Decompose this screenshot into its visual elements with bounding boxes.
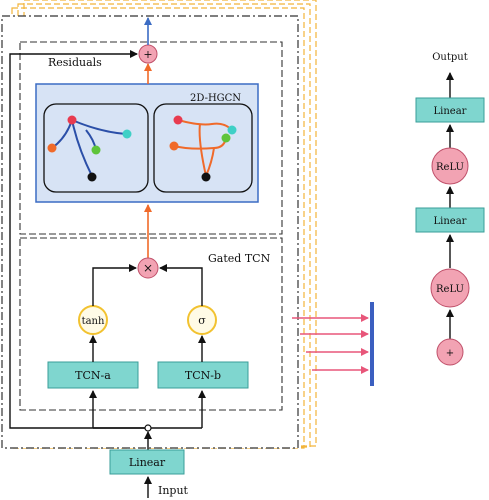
graph-node-orange — [169, 141, 179, 151]
arrow-sigma-to-multiply — [159, 264, 203, 306]
gated-tcn-label: Gated TCN — [208, 252, 271, 265]
graph-node-red — [67, 115, 77, 125]
output-label: Output — [432, 52, 468, 63]
relu-bottom-circle — [430, 268, 470, 308]
relu-top-label: ReLU — [436, 162, 464, 173]
input-label: Input — [158, 484, 189, 497]
graph-node-green — [91, 145, 101, 155]
graph-node-black — [201, 172, 211, 182]
graph-node-orange — [47, 143, 57, 153]
graph-node-red — [173, 115, 183, 125]
graph-node-cyan — [227, 125, 237, 135]
hgcn-label: 2D-HGCN — [190, 93, 241, 104]
residuals-label: Residuals — [48, 56, 102, 69]
graph-node-green — [221, 133, 231, 143]
output-linear-top-label: Linear — [434, 106, 467, 117]
residual-skip-path — [9, 50, 148, 429]
output-linear-mid-box — [415, 207, 485, 233]
tcn-b-label: TCN-b — [185, 369, 221, 382]
output-add-circle — [436, 338, 464, 366]
gate-multiply-symbol: × — [143, 261, 153, 275]
outer-block-frame — [1, 15, 299, 449]
tcn-a-label: TCN-a — [75, 369, 111, 382]
input-linear-box — [109, 449, 185, 475]
tcn-b-box — [157, 361, 249, 389]
relu-bottom-label: ReLU — [436, 284, 464, 295]
residual-add-symbol: + — [143, 48, 152, 61]
relu-top-circle — [431, 147, 469, 185]
skip-output-arrows — [292, 314, 369, 374]
arrow-tanh-to-multiply — [92, 264, 137, 306]
output-add-symbol: + — [446, 348, 454, 359]
tanh-label: tanh — [82, 316, 105, 327]
output-linear-mid-label: Linear — [434, 216, 467, 227]
split-junction — [144, 424, 152, 432]
graph-node-black — [87, 172, 97, 182]
skip-aggregation-bar — [370, 302, 374, 386]
output-linear-top-box — [415, 97, 485, 123]
residuals-frame — [19, 41, 283, 235]
input-linear-label: Linear — [129, 456, 166, 469]
gated-tcn-frame — [19, 237, 283, 411]
gate-multiply-circle — [137, 257, 159, 279]
sigma-label: σ — [198, 314, 206, 327]
graph-node-cyan — [122, 129, 132, 139]
